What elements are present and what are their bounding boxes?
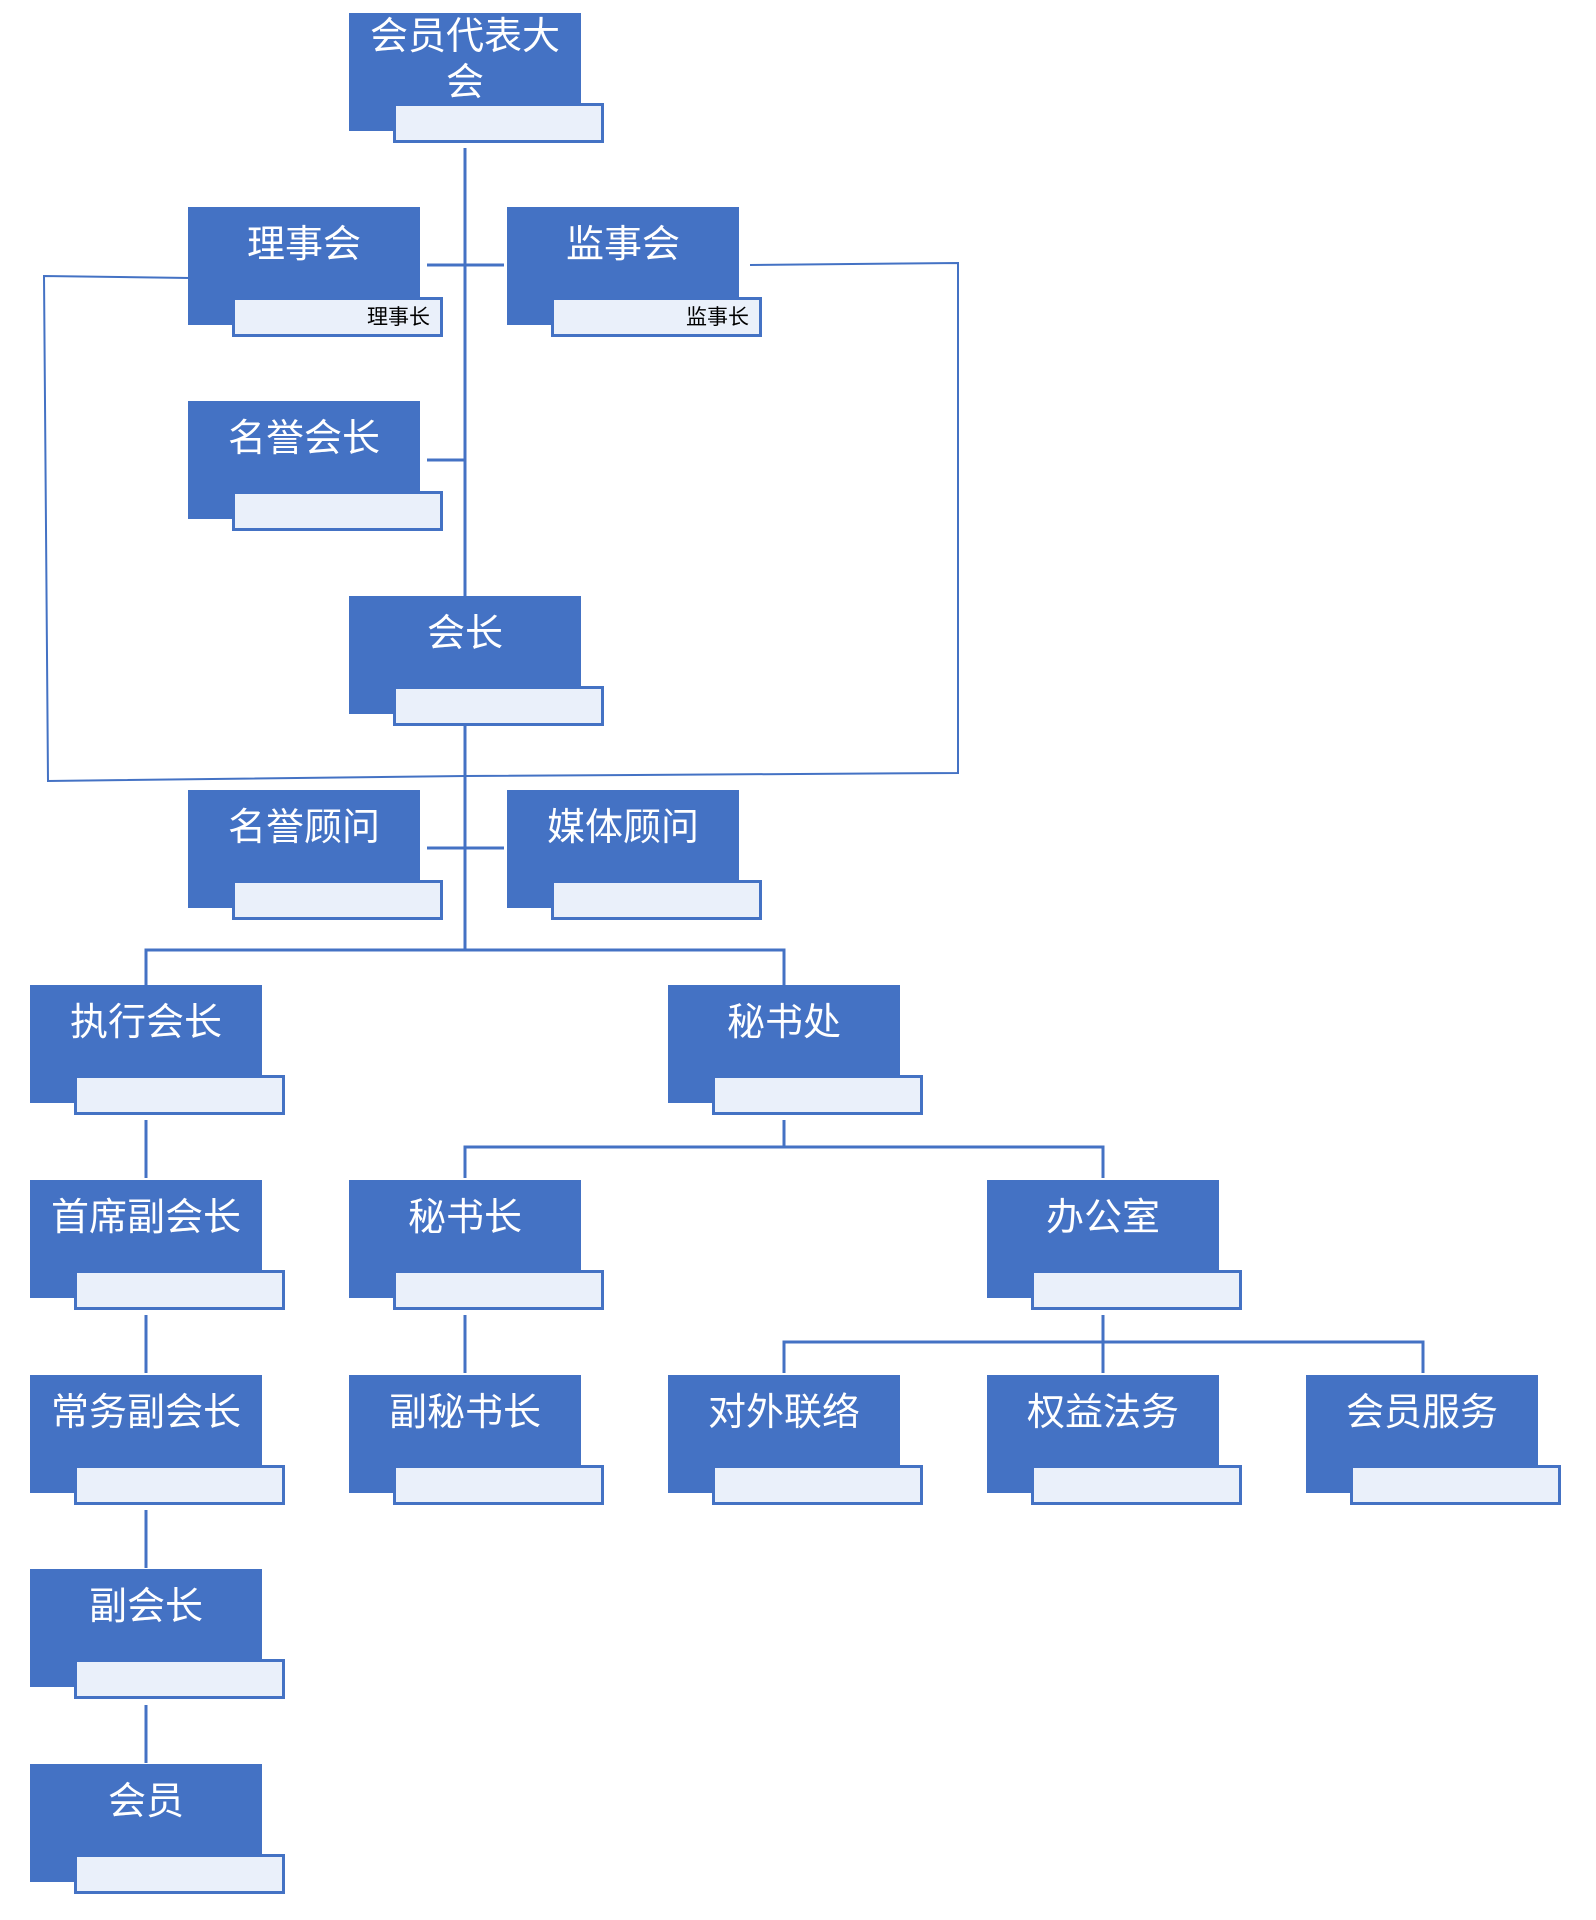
node-subtitle [74,1270,285,1310]
node-subtitle [232,491,443,531]
node-office: 办公室 [987,1180,1242,1314]
node-president: 会长 [349,596,604,730]
node-subtitle [1031,1270,1242,1310]
oversight-loop-line [42,261,959,783]
node-title: 名誉顾问 [227,805,380,849]
node-subtitle [232,880,443,920]
node-title: 会员 [107,1779,184,1823]
node-standing-vice-president: 常务副会长 [30,1375,285,1509]
node-subtitle: 监事长 [551,297,762,337]
node-subtitle [74,1854,285,1894]
node-member: 会员 [30,1764,285,1898]
node-title: 名誉会长 [227,416,380,460]
node-title: 首席副会长 [50,1195,241,1239]
office-branch-line [782,1340,1425,1373]
node-title: 理事会 [246,222,361,266]
secretariat-branch-line [463,1145,1105,1178]
node-title: 副会长 [88,1584,203,1628]
node-secretary-general: 秘书长 [349,1180,604,1314]
node-subtitle [393,1465,604,1505]
node-subtitle [551,880,762,920]
node-title: 媒体顾问 [546,805,699,849]
node-subtitle [393,103,604,143]
node-title: 会员服务 [1345,1390,1498,1434]
node-subtitle [1350,1465,1561,1505]
node-title: 常务副会长 [50,1390,241,1434]
node-title: 办公室 [1045,1195,1160,1239]
node-council: 理事会 理事长 [188,207,443,341]
node-rights-legal: 权益法务 [987,1375,1242,1509]
node-chief-vice-president: 首席副会长 [30,1180,285,1314]
node-subtitle [74,1465,285,1505]
node-executive-president: 执行会长 [30,985,285,1119]
node-subtitle [74,1075,285,1115]
node-external-liaison: 对外联络 [668,1375,923,1509]
node-honorary-president: 名誉会长 [188,401,443,535]
node-subtitle [393,686,604,726]
node-title: 会员代表大 会 [369,14,560,104]
node-deputy-secretary-general: 副秘书长 [349,1375,604,1509]
node-subtitle: 理事长 [232,297,443,337]
branch-line [144,948,786,985]
node-supervisors: 监事会 监事长 [507,207,762,341]
node-title: 秘书处 [726,1000,841,1044]
node-assembly: 会员代表大 会 [349,13,604,147]
node-media-advisor: 媒体顾问 [507,790,762,924]
node-subtitle [712,1465,923,1505]
node-vice-president: 副会长 [30,1569,285,1703]
node-title: 权益法务 [1026,1390,1179,1434]
node-title: 对外联络 [707,1390,860,1434]
node-secretariat: 秘书处 [668,985,923,1119]
node-member-service: 会员服务 [1306,1375,1561,1509]
node-title: 执行会长 [69,1000,222,1044]
node-subtitle [712,1075,923,1115]
node-subtitle [1031,1465,1242,1505]
node-title: 会长 [426,611,503,655]
node-title: 副秘书长 [388,1390,541,1434]
node-title: 秘书长 [407,1195,522,1239]
node-subtitle [74,1659,285,1699]
node-title: 监事会 [565,222,680,266]
node-subtitle [393,1270,604,1310]
node-honorary-advisor: 名誉顾问 [188,790,443,924]
